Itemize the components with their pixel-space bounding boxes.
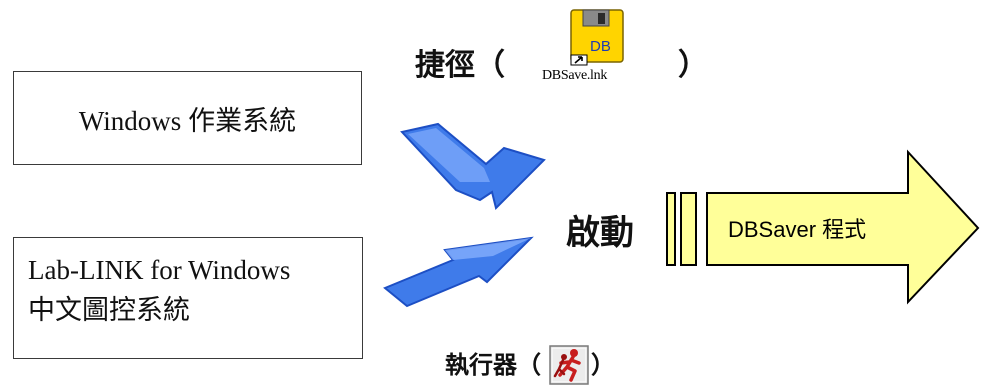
blue-arrow-upper bbox=[400, 122, 546, 210]
arrow-stripe-2 bbox=[680, 192, 697, 266]
dbsaver-program-label: DBSaver 程式 bbox=[728, 217, 867, 242]
running-figure-executor-icon bbox=[549, 345, 589, 385]
floppy-db-text: DB bbox=[590, 38, 611, 55]
shortcut-label: 捷徑（ bbox=[415, 48, 505, 83]
executor-label: 執行器（ bbox=[445, 351, 541, 379]
shortcut-file-name: DBSave.lnk bbox=[542, 68, 608, 83]
executor-close-paren: ） bbox=[591, 351, 615, 379]
lablink-label-line1: Lab-LINK for Windows bbox=[28, 255, 291, 285]
arrow-body bbox=[706, 149, 980, 305]
launch-label: 啟動 bbox=[566, 213, 634, 253]
arrow-stripe-1 bbox=[666, 192, 676, 266]
windows-os-label: Windows 作業系統 bbox=[78, 105, 297, 136]
shortcut-close-paren: ） bbox=[678, 48, 708, 83]
lablink-system-box: Lab-LINK for Windows 中文圖控系統 bbox=[13, 237, 363, 359]
lablink-label-line2: 中文圖控系統 bbox=[28, 295, 190, 325]
windows-os-box: Windows 作業系統 bbox=[13, 71, 362, 165]
floppy-disk-db-shortcut-icon: DB bbox=[570, 9, 624, 66]
blue-arrow-lower bbox=[383, 236, 534, 308]
dbsaver-arrow bbox=[666, 149, 980, 305]
